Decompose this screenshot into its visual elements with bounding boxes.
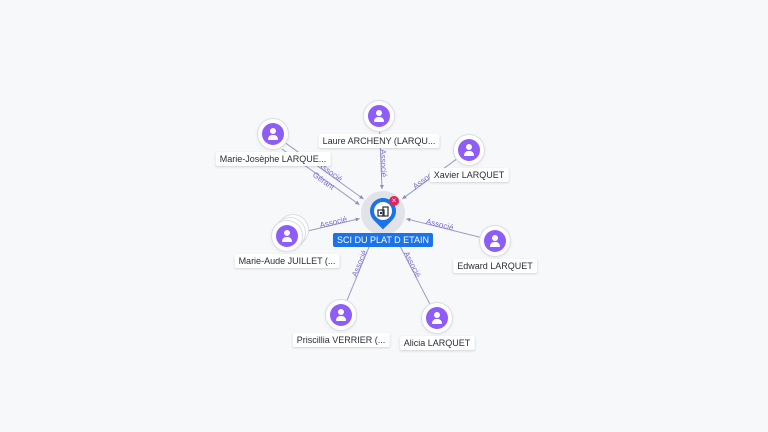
edge-marieaude-4: Associé: [302, 215, 360, 233]
person-icon-head: [434, 312, 440, 318]
edge-arrow: [355, 200, 360, 205]
person-icon: [484, 230, 506, 252]
person-icon-head: [376, 110, 382, 116]
person-icon-body: [432, 319, 442, 324]
edge-line: [285, 142, 364, 200]
node-circle: [364, 101, 394, 131]
person-label: Marie-Josèphe LARQUE...: [215, 152, 331, 166]
edge-arrow: [355, 217, 360, 222]
edge-label: Associé: [319, 215, 349, 230]
person-label: Xavier LARQUET: [429, 168, 509, 182]
person-label: Priscillia VERRIER (...: [292, 333, 390, 347]
person-icon-head: [492, 235, 498, 241]
edge-arrow: [406, 217, 411, 222]
edge-label: Associé: [402, 250, 423, 280]
person-icon-head: [270, 128, 276, 134]
person-icon-head: [284, 230, 290, 236]
edge-arrow: [379, 184, 384, 190]
edge-label: Associé: [350, 248, 369, 278]
node-circle: [272, 221, 302, 251]
edge-line: [402, 159, 457, 200]
person-icon-body: [282, 237, 292, 242]
edge-arrow: [359, 195, 364, 200]
company-label: SCI DU PLAT D ETAIN: [332, 233, 434, 247]
person-icon: [426, 307, 448, 329]
node-circle: [454, 135, 484, 165]
node-circle: [422, 303, 452, 333]
person-label: Marie-Aude JUILLET (...: [234, 254, 340, 268]
person-label: Edward LARQUET: [453, 259, 537, 273]
person-icon-body: [374, 117, 384, 122]
close-icon[interactable]: ×: [389, 196, 399, 206]
person-icon-body: [464, 151, 474, 156]
node-circle: [326, 300, 356, 330]
person-icon-head: [466, 144, 472, 150]
edge-label: Associé: [425, 217, 455, 233]
edge-arrow: [402, 194, 407, 199]
person-icon-body: [336, 316, 346, 321]
person-icon: [262, 123, 284, 145]
person-icon: [276, 225, 298, 247]
person-label: Laure ARCHENY (LARQU...: [318, 134, 440, 148]
person-icon: [330, 304, 352, 326]
person-icon: [458, 139, 480, 161]
person-icon-body: [490, 242, 500, 247]
person-icon-body: [268, 135, 278, 140]
edge-line: [406, 218, 480, 238]
node-circle: [258, 119, 288, 149]
building-icon: [374, 202, 392, 220]
person-label: Alicia LARQUET: [399, 336, 475, 350]
node-circle: [480, 226, 510, 256]
edge-label: Associé: [378, 149, 388, 178]
person-icon-head: [338, 309, 344, 315]
person-icon: [368, 105, 390, 127]
